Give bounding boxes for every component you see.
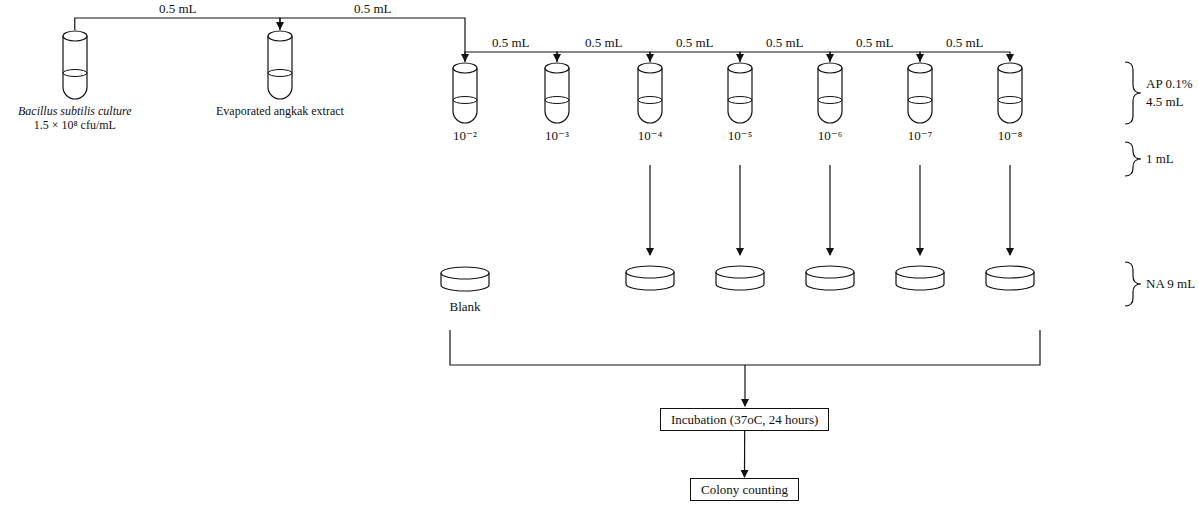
edge-label: 0.5 mL <box>158 1 198 16</box>
transfer-arrow <box>280 18 465 61</box>
test-tube <box>544 62 570 124</box>
step-text: Colony counting <box>701 482 788 497</box>
test-tube <box>997 62 1023 124</box>
dilution-tube: 10⁻⁴ <box>637 62 663 143</box>
edge-label: 0.5 mL <box>584 35 624 50</box>
dilution-tube: 10⁻³ <box>544 62 570 143</box>
dilution-tube: Evaporated angkak extract <box>216 30 344 118</box>
dilution-tube: Bacillus subtilis culture1.5 × 10⁸ cfu/m… <box>18 30 132 132</box>
volume-note: 4.5 mL <box>1145 94 1185 109</box>
tube-label: 10⁻² <box>453 128 477 143</box>
test-tube <box>817 62 843 124</box>
petri-plate <box>439 265 491 295</box>
test-tube <box>267 30 293 100</box>
test-tube <box>907 62 933 124</box>
tube-label: 10⁻⁷ <box>908 128 932 143</box>
tube-label: 10⁻⁴ <box>638 128 662 143</box>
dilution-tube: 10⁻⁸ <box>997 62 1023 143</box>
dilution-tube: 10⁻⁶ <box>817 62 843 143</box>
transfer-arrows <box>650 165 1010 255</box>
petri-plates <box>626 266 1034 290</box>
edge-label: 0.5 mL <box>855 35 895 50</box>
transfer-arrow <box>465 52 557 62</box>
tube-label: Evaporated angkak extract <box>216 104 344 118</box>
process-box: Colony counting <box>690 478 799 501</box>
transfer-arrow <box>740 52 830 62</box>
edge-label: 0.5 mL <box>675 35 715 50</box>
dilution-tube: 10⁻² <box>452 62 478 143</box>
volume-note: NA 9 mL <box>1145 276 1196 291</box>
test-tube <box>452 62 478 124</box>
process-box: Incubation (37oC, 24 hours) <box>660 408 829 431</box>
blank-plate: Blank <box>439 265 491 314</box>
test-tube <box>727 62 753 124</box>
step-text: Incubation (37oC, 24 hours) <box>671 412 818 427</box>
dilution-tube: 10⁻⁵ <box>727 62 753 143</box>
tube-label: 10⁻⁸ <box>998 128 1022 143</box>
tube-label: 10⁻⁶ <box>818 128 842 143</box>
transfer-arrow <box>650 52 740 62</box>
transfer-arrow <box>830 52 920 62</box>
tube-label: Blank <box>449 299 480 314</box>
edge-label: 0.5 mL <box>491 35 531 50</box>
edge-label: 0.5 mL <box>945 35 985 50</box>
transfer-arrow <box>557 52 650 62</box>
transfer-arrow <box>920 52 1010 62</box>
test-tube <box>637 62 663 124</box>
transfer-arrow <box>744 431 745 477</box>
dilution-tube: 10⁻⁷ <box>907 62 933 143</box>
tube-label: 1.5 × 10⁸ cfu/mL <box>34 118 116 132</box>
volume-note: 1 mL <box>1145 151 1175 166</box>
edge-label: 0.5 mL <box>765 35 805 50</box>
tube-label: Bacillus subtilis culture <box>18 104 132 118</box>
volume-note: AP 0.1% <box>1145 76 1193 91</box>
test-tube <box>62 30 88 100</box>
edge-label: 0.5 mL <box>353 1 393 16</box>
braces <box>450 62 1141 406</box>
tube-label: 10⁻³ <box>545 128 569 143</box>
tube-label: 10⁻⁵ <box>728 128 752 143</box>
transfer-arrow <box>75 18 280 30</box>
